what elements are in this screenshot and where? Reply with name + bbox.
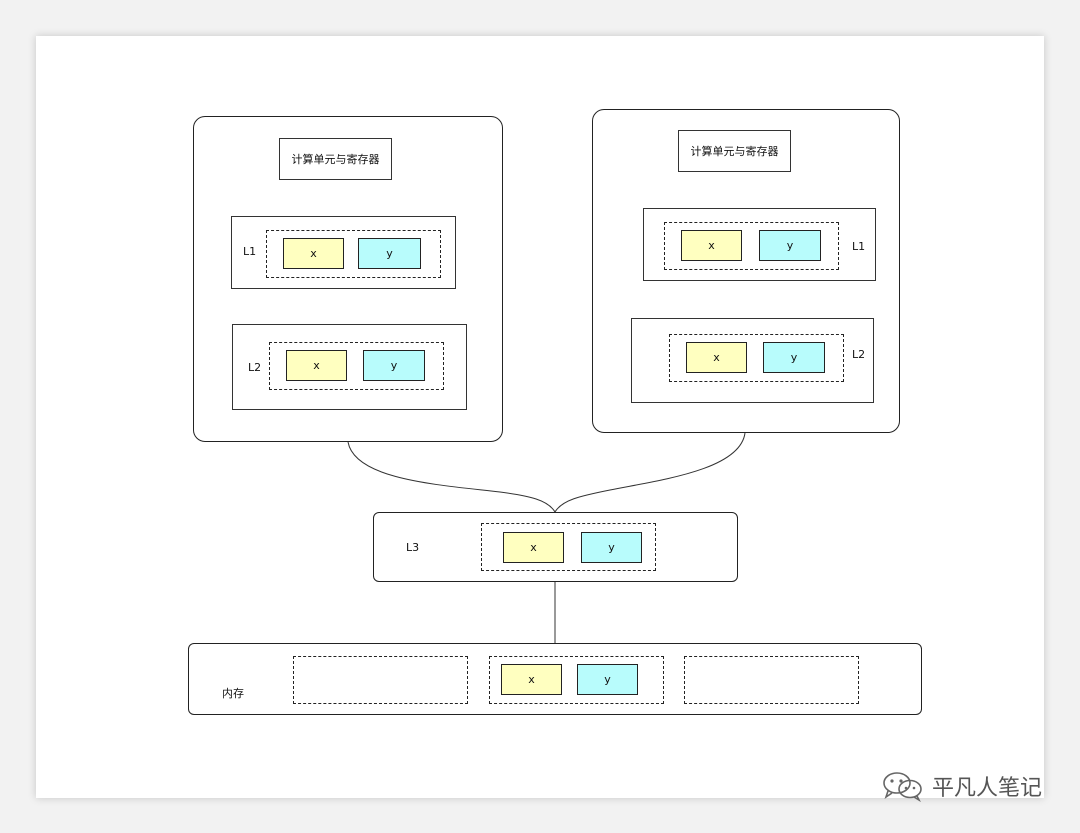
compute-unit-left: 计算单元与寄存器 (279, 138, 392, 180)
memory-y-cell: y (577, 664, 638, 695)
l1-label-right: L1 (852, 240, 866, 253)
watermark-text: 平凡人笔记 (931, 776, 1042, 801)
l2-line-right (669, 334, 844, 382)
l2-y-cell-left: y (363, 350, 425, 381)
l3-y-cell: y (581, 532, 642, 563)
compute-unit-right: 计算单元与寄存器 (678, 130, 791, 172)
wechat-icon (883, 772, 922, 802)
memory-line (489, 656, 664, 704)
l1-x-cell-left: x (283, 238, 344, 269)
memory-line-empty-left (293, 656, 468, 704)
l1-y-cell-right: y (759, 230, 821, 261)
wire-core2-l3 (554, 432, 746, 513)
l2-x-cell-left: x (286, 350, 347, 381)
l3-line (481, 523, 656, 571)
l1-x-cell-right: x (681, 230, 742, 261)
l1-line-right (664, 222, 839, 270)
l2-cache-left (232, 324, 467, 410)
memory-x-cell: x (501, 664, 562, 695)
memory-line-empty-right (684, 656, 859, 704)
l2-y-cell-right: y (763, 342, 825, 373)
watermark: 平凡人笔记 (880, 770, 1042, 802)
l1-line-left (266, 230, 441, 278)
l2-cache-right (631, 318, 874, 403)
wire-core1-l3 (347, 441, 556, 513)
memory-label: 内存 (222, 687, 244, 700)
l2-line-left (269, 342, 444, 390)
l2-label-left: L2 (248, 361, 262, 374)
l1-y-cell-left: y (358, 238, 421, 269)
l3-label: L3 (406, 541, 420, 554)
l2-x-cell-right: x (686, 342, 747, 373)
l3-x-cell: x (503, 532, 564, 563)
l1-label-left: L1 (243, 245, 257, 258)
l2-label-right: L2 (852, 348, 866, 361)
